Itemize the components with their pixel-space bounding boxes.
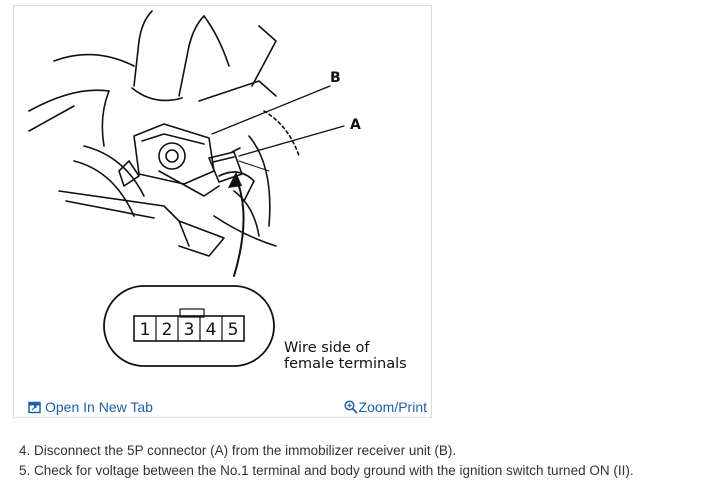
open-in-new-tab-label: Open In New Tab [45, 399, 153, 415]
callout-a-label: A [350, 117, 361, 133]
callout-a-leader [238, 125, 345, 157]
open-in-new-tab-link[interactable]: Open In New Tab [28, 399, 153, 415]
open-in-new-tab-icon [28, 401, 41, 413]
instruction-step-4: 4. Disconnect the 5P connector (A) from … [19, 443, 457, 458]
5p-connector-drawing [208, 147, 243, 183]
callout-b-leader [211, 85, 331, 135]
terminal-block-outline [133, 315, 245, 342]
terminal-number-3: 3 [184, 320, 195, 340]
steering-column-drawing [28, 10, 300, 257]
terminal-face-outline [103, 285, 275, 367]
caption-line-2: female terminals [284, 356, 407, 372]
immobilizer-receiver-unit [118, 123, 215, 187]
instruction-step-5: 5. Check for voltage between the No.1 te… [19, 463, 634, 478]
terminal-number-2: 2 [162, 320, 173, 340]
callout-b-label: B [330, 70, 341, 86]
terminal-lock-tab [179, 308, 205, 318]
terminal-number-5: 5 [228, 320, 239, 340]
caption-line-1: Wire side of [284, 340, 370, 356]
zoom-in-icon [343, 400, 358, 414]
zoom-print-link[interactable]: Zoom/Print [343, 399, 427, 415]
terminal-number-1: 1 [140, 320, 151, 340]
instructions: 4. Disconnect the 5P connector (A) from … [19, 441, 634, 481]
pointer-arrow-head [228, 172, 242, 188]
terminal-number-4: 4 [206, 320, 217, 340]
zoom-print-label: Zoom/Print [358, 399, 427, 415]
